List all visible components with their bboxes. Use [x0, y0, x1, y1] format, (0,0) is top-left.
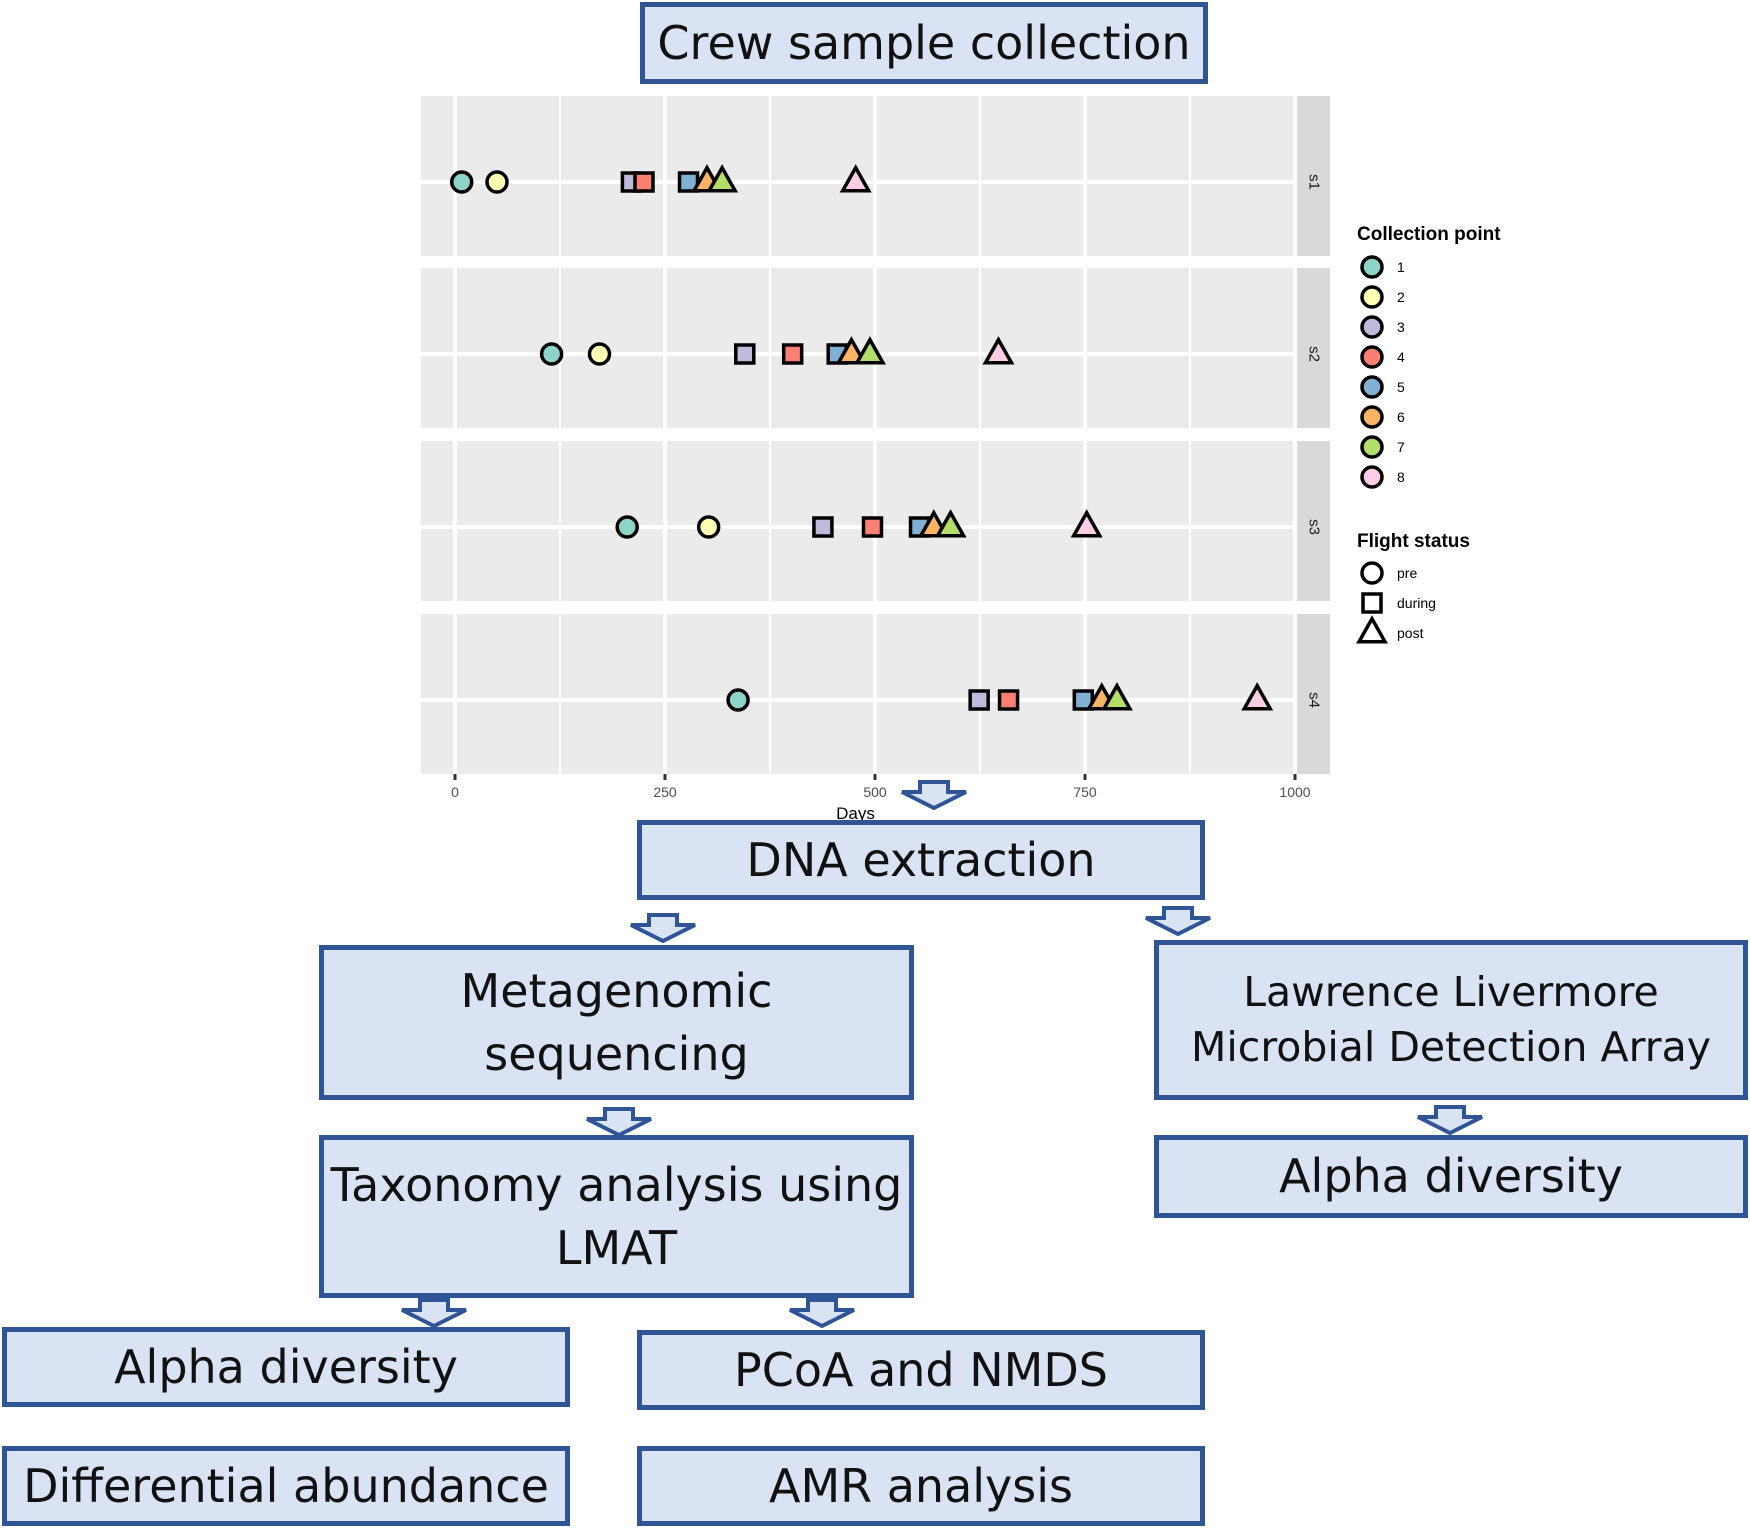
down-arrow-icon — [789, 1298, 855, 1328]
alpha-diversity-left-label: Alpha diversity — [114, 1339, 458, 1394]
down-arrow-icon — [1417, 1105, 1483, 1135]
legend-key — [1360, 285, 1384, 309]
taxonomy-analysis-label: Taxonomy analysis using LMAT — [330, 1158, 903, 1275]
data-point — [934, 509, 967, 538]
legend-label: 7 — [1397, 439, 1405, 455]
facet-strip — [1297, 441, 1330, 601]
legend-key — [1360, 255, 1384, 279]
data-point — [587, 342, 612, 366]
legend-label: 1 — [1397, 259, 1405, 275]
alpha-diversity-right-label: Alpha diversity — [1279, 1149, 1623, 1204]
crew-sample-collection-label: Crew sample collection — [657, 15, 1191, 70]
facet-panel — [421, 268, 1296, 428]
legend-key — [1360, 375, 1384, 399]
legend-key — [1360, 465, 1384, 489]
legend-label: post — [1397, 625, 1424, 641]
legend-key — [1360, 435, 1384, 459]
legend-key — [1356, 615, 1388, 644]
legend-key — [1360, 315, 1384, 339]
facet-label: s2 — [1306, 346, 1323, 362]
legend-key — [1360, 345, 1384, 369]
x-axis-label: Days — [836, 804, 875, 823]
x-tick-label: 750 — [1073, 784, 1097, 800]
x-tick-label: 500 — [863, 784, 887, 800]
llmda-label: Lawrence Livermore Microbial Detection A… — [1191, 967, 1711, 1071]
facet-strip — [1297, 614, 1330, 774]
legend-title-flight-status: Flight status — [1357, 531, 1470, 552]
data-point — [839, 164, 872, 193]
facet-label: s4 — [1306, 692, 1323, 708]
facet-label: s1 — [1306, 174, 1323, 190]
facet-strip — [1297, 268, 1330, 428]
legend-label: 8 — [1397, 469, 1405, 485]
facet-panel — [421, 614, 1296, 774]
data-point — [853, 336, 886, 365]
data-point — [539, 342, 564, 366]
amr-analysis-label: AMR analysis — [769, 1458, 1073, 1513]
x-tick-label: 1000 — [1279, 784, 1310, 800]
legend-label: 6 — [1397, 409, 1405, 425]
down-arrow-icon — [1145, 906, 1211, 936]
data-point — [696, 515, 721, 539]
data-point — [861, 516, 884, 538]
taxonomy-analysis-box: Taxonomy analysis using LMAT — [319, 1135, 914, 1298]
legend-key — [1361, 592, 1383, 614]
legend-label: pre — [1397, 565, 1417, 581]
data-point — [982, 336, 1015, 365]
data-point — [1100, 682, 1133, 711]
data-point — [706, 164, 739, 193]
facet-panel — [421, 441, 1296, 601]
amr-analysis-box: AMR analysis — [637, 1446, 1205, 1526]
data-point — [1241, 682, 1274, 711]
legend-label: 2 — [1397, 289, 1405, 305]
legend-label: during — [1397, 595, 1436, 611]
legend-key — [1360, 405, 1384, 429]
pcoa-nmds-label: PCoA and NMDS — [734, 1342, 1108, 1397]
data-point — [485, 170, 509, 194]
x-tick-label: 250 — [653, 784, 677, 800]
data-point — [615, 515, 639, 539]
legend-label: 3 — [1397, 319, 1405, 335]
legend-key — [1360, 561, 1384, 585]
alpha-diversity-right-box: Alpha diversity — [1154, 1135, 1748, 1218]
data-point — [1070, 509, 1103, 538]
differential-abundance-box: Differential abundance — [2, 1446, 570, 1526]
dna-extraction-label: DNA extraction — [746, 832, 1096, 887]
data-point — [449, 170, 474, 194]
x-tick-label: 0 — [451, 784, 459, 800]
data-point — [812, 516, 834, 538]
data-point — [968, 689, 990, 711]
legend-label: 4 — [1397, 349, 1405, 365]
legend-title-collection-point: Collection point — [1357, 224, 1501, 245]
data-point — [726, 688, 750, 712]
facet-strip — [1297, 96, 1330, 256]
data-point — [633, 171, 655, 193]
llmda-box: Lawrence Livermore Microbial Detection A… — [1154, 940, 1748, 1100]
alpha-diversity-left-box: Alpha diversity — [2, 1327, 570, 1407]
dna-extraction-box: DNA extraction — [637, 820, 1205, 900]
crew-sample-collection-box: Crew sample collection — [640, 2, 1208, 84]
metagenomic-sequencing-box: Metagenomic sequencing — [319, 945, 914, 1100]
data-point — [997, 689, 1020, 711]
data-point — [835, 336, 868, 365]
down-arrow-icon — [401, 1298, 467, 1328]
facet-label: s3 — [1306, 519, 1323, 535]
data-point — [781, 343, 804, 365]
down-arrow-icon — [901, 780, 967, 810]
down-arrow-icon — [630, 913, 696, 943]
data-point — [734, 343, 756, 365]
metagenomic-sequencing-label: Metagenomic sequencing — [460, 964, 773, 1081]
legend-label: 5 — [1397, 379, 1405, 395]
differential-abundance-label: Differential abundance — [23, 1458, 549, 1513]
pcoa-nmds-box: PCoA and NMDS — [637, 1330, 1205, 1410]
down-arrow-icon — [586, 1107, 652, 1137]
